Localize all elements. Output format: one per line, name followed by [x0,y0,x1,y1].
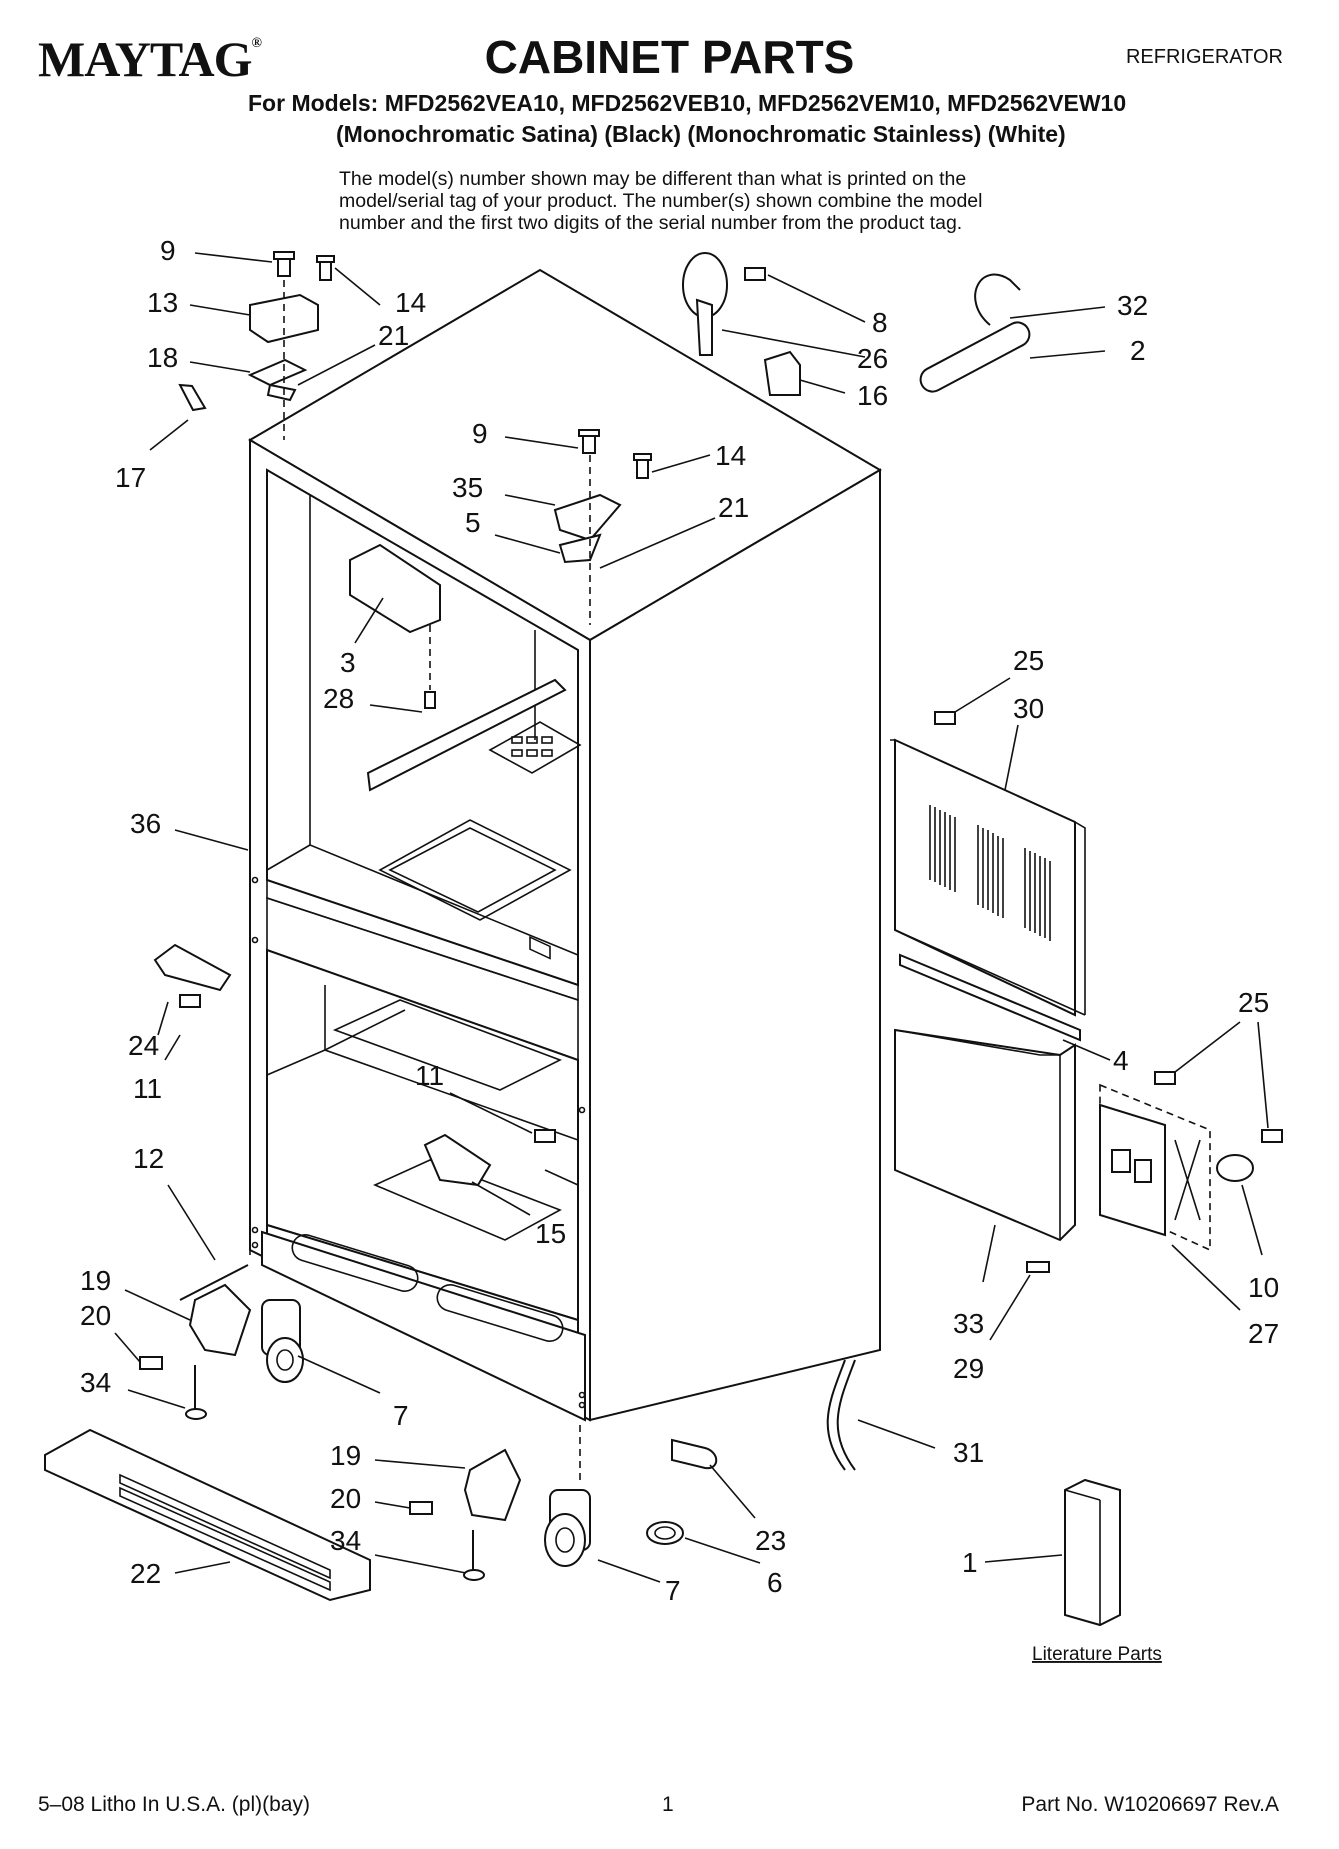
note-line: The model(s) number shown may be differe… [339,168,967,190]
foam-strip [899,953,1081,1042]
literature-booklet [1064,1478,1121,1627]
footer-print-info: 5–08 Litho In U.S.A. (pl)(bay) [38,1793,310,1816]
callout-label: 17 [115,462,146,493]
leveling-leg [185,1408,207,1420]
machine-compartment-cover [894,1028,1076,1242]
leveling-bracket [463,1448,522,1522]
top-rear-parts [682,252,1031,396]
freezer-bracket [423,1133,492,1187]
screw [534,1129,556,1143]
callout-label: 29 [953,1353,984,1384]
callout-label: 4 [1113,1045,1129,1076]
grommet [646,1521,684,1545]
callout-label: 32 [1117,290,1148,321]
air-tower-bracket [349,543,441,634]
drain-tube [836,1359,856,1471]
callout-label: 5 [465,507,481,538]
roller [544,1489,591,1567]
screw [1154,1071,1176,1085]
cabinet-body [248,268,882,1422]
callout-label: 14 [395,287,426,318]
long-screw [179,1264,249,1301]
note-line: number and the first two digits of the s… [339,212,963,234]
callout-label: 20 [80,1300,111,1331]
product-category: REFRIGERATOR [1125,46,1283,68]
callout-label: 22 [130,1558,161,1589]
callout-label: 9 [160,235,176,266]
clamp [1216,1154,1254,1182]
drain-clamp [671,1438,718,1470]
callout-label: 19 [80,1265,111,1296]
finishes-line: (Monochromatic Satina) (Black) (Monochro… [336,121,1066,147]
callout-label: 21 [718,492,749,523]
center-hinge-group [553,429,652,625]
callout-label: 10 [1248,1272,1279,1303]
callout-label: 7 [393,1400,409,1431]
page-title: CABINET PARTS [484,31,855,83]
roller [261,1299,304,1383]
callout-label: 26 [857,343,888,374]
callout-label: 23 [755,1525,786,1556]
screw [409,1501,433,1515]
screw [424,691,436,709]
callout-label: 9 [472,418,488,449]
vent-slots [511,736,553,757]
callout-label: 25 [1238,987,1269,1018]
models-line: For Models: MFD2562VEA10, MFD2562VEB10, … [248,90,1127,116]
callout-label: 3 [340,647,356,678]
screw [139,1356,163,1370]
callout-label: 24 [128,1030,159,1061]
callout-label: 6 [767,1567,783,1598]
part-number: Part No. W10206697 Rev.A [1021,1793,1279,1816]
vent-louvers [929,805,1051,941]
callout-label: 2 [1130,335,1146,366]
screw [1261,1129,1283,1143]
callout-label: 27 [1248,1318,1279,1349]
callout-label: 20 [330,1483,361,1514]
brand-logo: MAYTAG® [38,31,262,87]
callout-label: 18 [147,342,178,373]
rear-access-panel [890,738,1086,1017]
model-note: The model(s) number shown may be differe… [339,168,1139,234]
callout-label: 11 [415,1060,444,1091]
callout-label: 1 [962,1547,978,1578]
electrical-bracket [1099,1083,1211,1252]
screw [934,711,956,725]
callout-label: 36 [130,808,161,839]
callout-label: 12 [133,1143,164,1174]
page-number: 1 [662,1793,674,1816]
literature-caption: Literature Parts [1032,1644,1162,1665]
wire-clip [1026,1261,1050,1273]
top-left-hinge-group [178,251,335,440]
registered-mark: ® [251,36,262,51]
callout-label: 7 [665,1575,681,1606]
callout-label: 15 [535,1218,566,1249]
callout-label: 33 [953,1308,984,1339]
callout-label: 25 [1013,645,1044,676]
callout-label: 16 [857,380,888,411]
callout-label: 30 [1013,693,1044,724]
callout-label: 35 [452,472,483,503]
callout-label: 14 [715,440,746,471]
callout-label: 19 [330,1440,361,1471]
note-line: model/serial tag of your product. The nu… [339,190,983,212]
callout-label: 11 [133,1073,162,1104]
screw [179,994,201,1008]
leveling-bracket [188,1283,252,1357]
leader-lines [114,252,1269,1583]
callout-label: 34 [80,1367,111,1398]
callout-label: 31 [953,1437,984,1468]
toe-grille [44,1428,371,1602]
leveling-leg [463,1569,485,1581]
callout-label: 13 [147,287,178,318]
callout-label: 8 [872,307,888,338]
callout-numbers: 9 13 14 21 18 17 8 26 16 32 2 9 14 35 21… [80,235,1279,1665]
mullion-bracket [153,943,232,992]
callout-label: 28 [323,683,354,714]
callout-label: 34 [330,1525,361,1556]
callout-label: 21 [378,320,409,351]
